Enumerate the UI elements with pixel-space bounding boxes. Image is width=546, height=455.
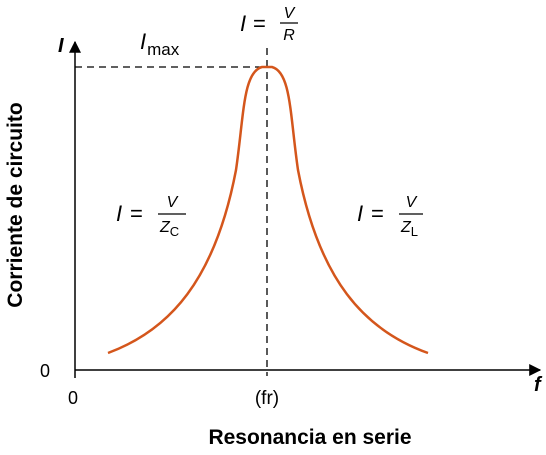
resonance-frequency-label: (fr) bbox=[255, 388, 279, 409]
peak-formula: I = V R bbox=[240, 5, 298, 44]
inductive-formula: I = V ZL bbox=[357, 194, 423, 239]
x-zero-label: 0 bbox=[68, 388, 78, 408]
right-formula-numerator: V bbox=[406, 194, 418, 211]
y-axis-title: Corriente de circuito bbox=[4, 102, 27, 307]
x-axis-title: Resonancia en serie bbox=[208, 426, 411, 449]
peak-formula-numerator: V bbox=[284, 5, 296, 22]
left-formula-numerator: V bbox=[167, 194, 179, 211]
right-formula-denominator: ZL bbox=[400, 219, 418, 239]
left-formula-lhs: I bbox=[116, 201, 122, 226]
right-formula-equals: = bbox=[371, 201, 384, 226]
peak-formula-denominator: R bbox=[283, 27, 295, 44]
peak-formula-lhs: I bbox=[240, 11, 246, 36]
peak-formula-equals: = bbox=[253, 11, 266, 36]
resonance-curve bbox=[107, 65, 429, 355]
capacitive-formula: I = V ZC bbox=[116, 194, 186, 239]
y-axis-symbol: I bbox=[58, 35, 64, 57]
right-formula-lhs: I bbox=[357, 201, 363, 226]
x-axis-symbol: f bbox=[534, 374, 543, 396]
y-zero-label: 0 bbox=[40, 361, 50, 381]
imax-label: Imax bbox=[140, 29, 180, 59]
left-formula-denominator: ZC bbox=[159, 219, 179, 239]
left-formula-equals: = bbox=[130, 201, 143, 226]
